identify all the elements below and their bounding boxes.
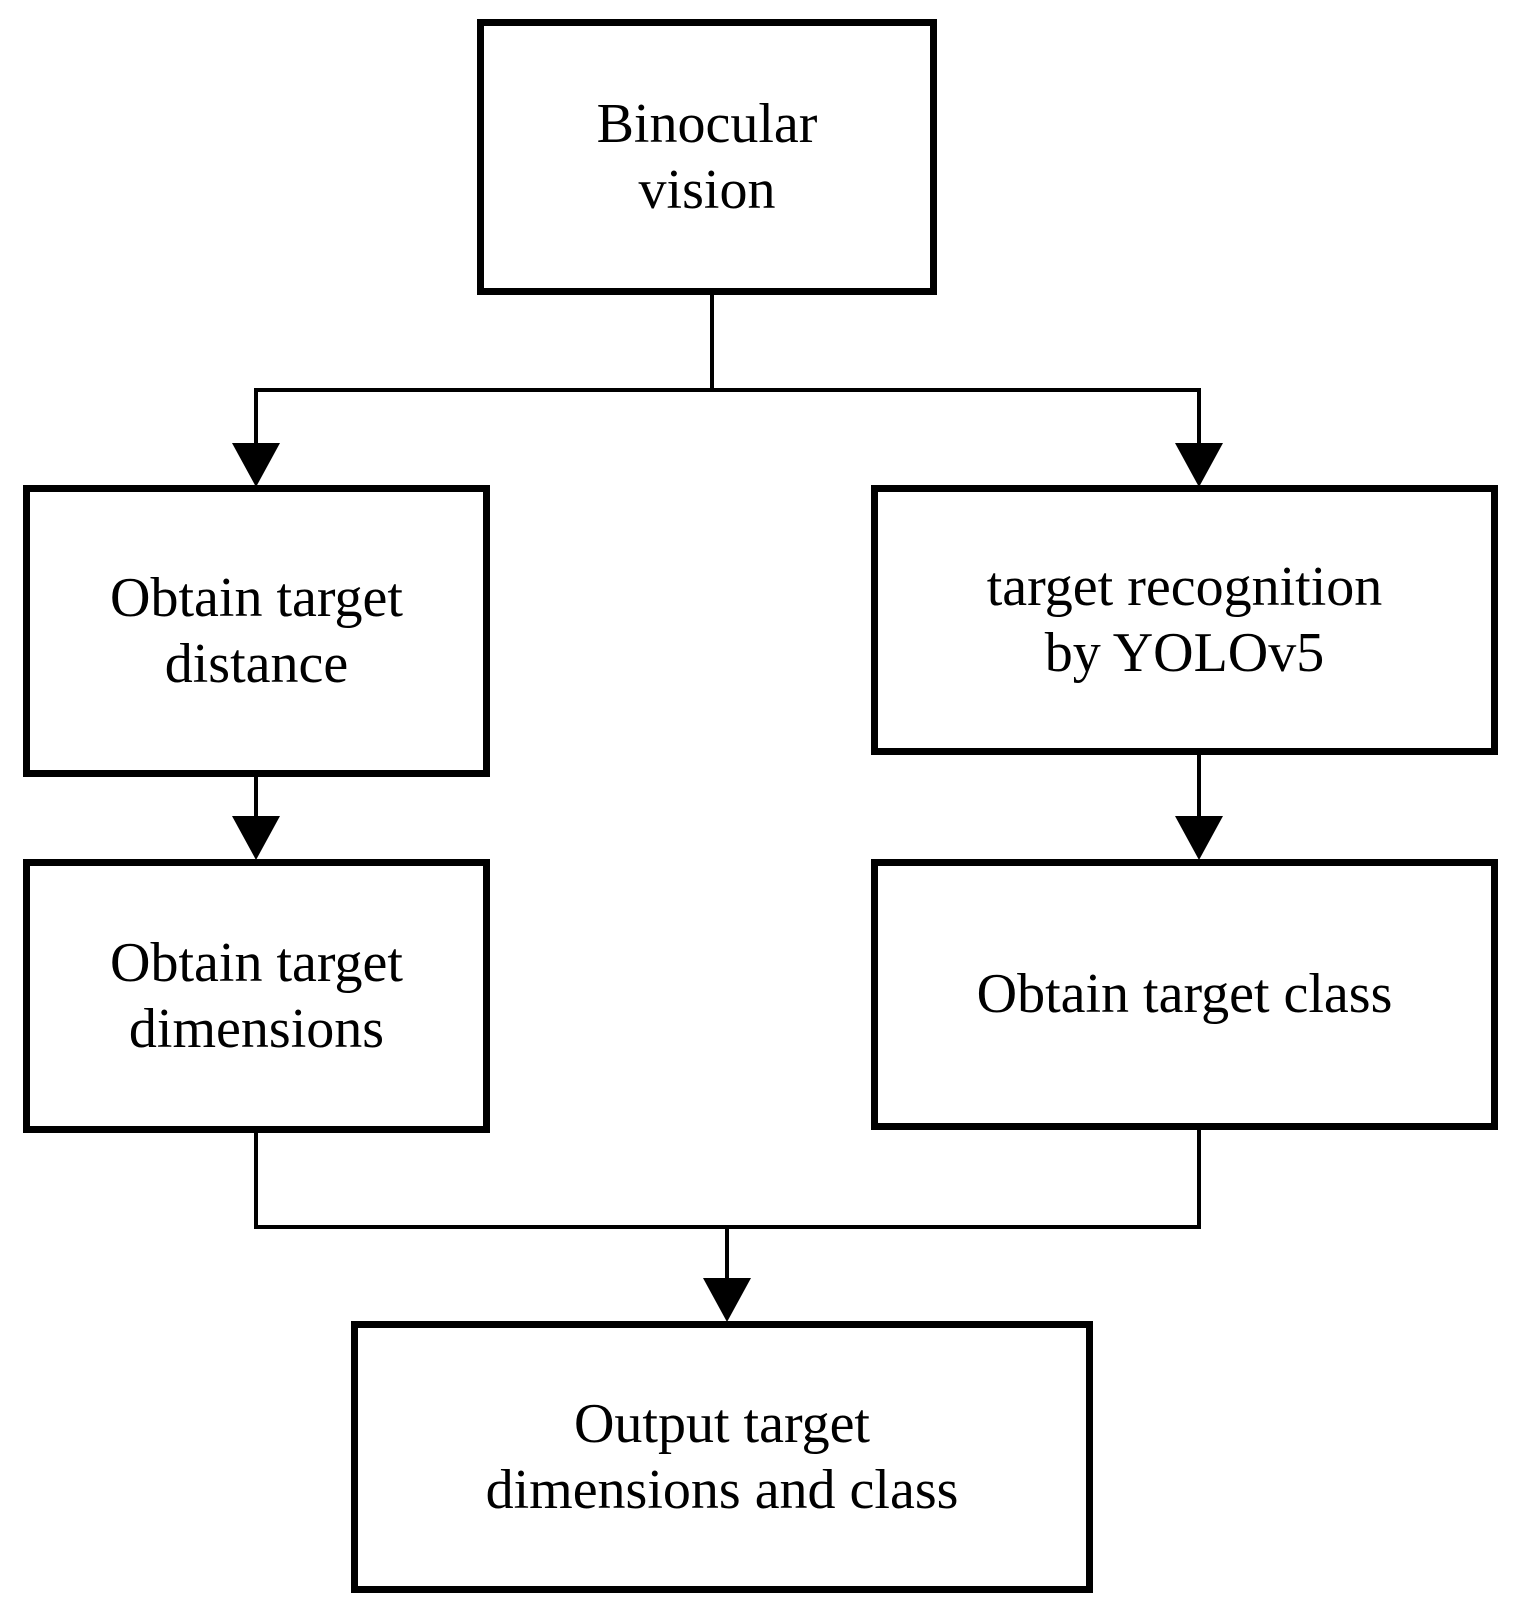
node-binocular-vision-label: Binocular vision bbox=[596, 92, 818, 221]
arrowhead-to-obtain-target-dimensions bbox=[232, 816, 280, 860]
connector-split-left-drop bbox=[254, 388, 258, 446]
arrowhead-to-target-recognition bbox=[1175, 443, 1223, 487]
connector-merge-right-riser bbox=[1197, 1130, 1201, 1229]
node-obtain-target-distance: Obtain target distance bbox=[23, 485, 490, 777]
node-output-target-dimensions-and-class-label: Output target dimensions and class bbox=[485, 1392, 959, 1521]
node-output-target-dimensions-and-class: Output target dimensions and class bbox=[351, 1321, 1093, 1593]
connector-recognition-to-class bbox=[1197, 755, 1201, 818]
node-obtain-target-class: Obtain target class bbox=[871, 859, 1498, 1130]
connector-split-bar bbox=[254, 388, 1201, 392]
node-obtain-target-dimensions-label: Obtain target dimensions bbox=[110, 931, 403, 1060]
connector-merge-left-riser bbox=[254, 1133, 258, 1229]
node-obtain-target-class-label: Obtain target class bbox=[976, 963, 1393, 1026]
connector-distance-to-dimensions bbox=[254, 777, 258, 819]
node-binocular-vision: Binocular vision bbox=[477, 19, 937, 295]
connector-merge-stem bbox=[725, 1225, 729, 1281]
arrowhead-to-obtain-target-distance bbox=[232, 443, 280, 487]
node-target-recognition-by-yolov5-label: target recognition by YOLOv5 bbox=[986, 555, 1383, 684]
connector-split-right-drop bbox=[1197, 388, 1201, 446]
node-target-recognition-by-yolov5: target recognition by YOLOv5 bbox=[871, 485, 1498, 755]
connector-binocular-vision-stem bbox=[710, 295, 714, 390]
node-obtain-target-distance-label: Obtain target distance bbox=[110, 566, 403, 695]
arrowhead-to-output-target bbox=[703, 1278, 751, 1322]
arrowhead-to-obtain-target-class bbox=[1175, 816, 1223, 860]
node-obtain-target-dimensions: Obtain target dimensions bbox=[23, 859, 490, 1133]
